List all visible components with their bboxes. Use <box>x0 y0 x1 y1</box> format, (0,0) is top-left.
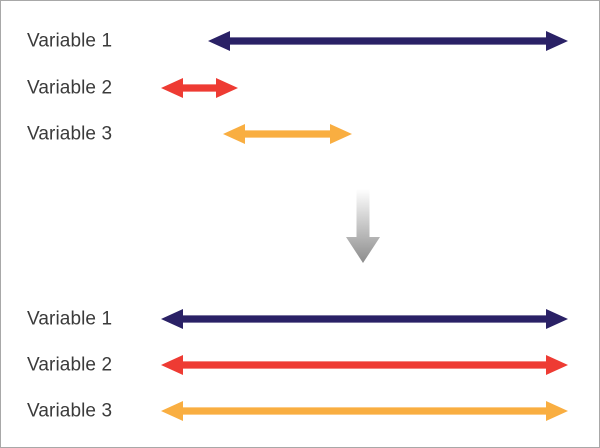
top-arrow-2 <box>161 78 238 98</box>
bottom-arrow-3 <box>161 401 568 421</box>
top-label-1: Variable 1 <box>27 30 113 52</box>
bottom-arrow-shape-1 <box>161 309 568 329</box>
top-label-2: Variable 2 <box>27 77 113 99</box>
bottom-label-1: Variable 1 <box>27 308 113 330</box>
transition-down-arrow-shape <box>346 189 380 263</box>
bottom-arrow-shape-3 <box>161 401 568 421</box>
bottom-label-3: Variable 3 <box>27 400 113 422</box>
transition-down-arrow <box>346 189 380 263</box>
top-label-3: Variable 3 <box>27 123 113 145</box>
top-arrow-shape-1 <box>208 31 568 51</box>
bottom-arrow-2 <box>161 355 568 375</box>
top-arrow-shape-3 <box>223 124 352 144</box>
top-arrow-shape-2 <box>161 78 238 98</box>
bottom-arrow-1 <box>161 309 568 329</box>
top-arrow-1 <box>208 31 568 51</box>
bottom-arrow-shape-2 <box>161 355 568 375</box>
top-arrow-3 <box>223 124 352 144</box>
bottom-label-2: Variable 2 <box>27 354 113 376</box>
